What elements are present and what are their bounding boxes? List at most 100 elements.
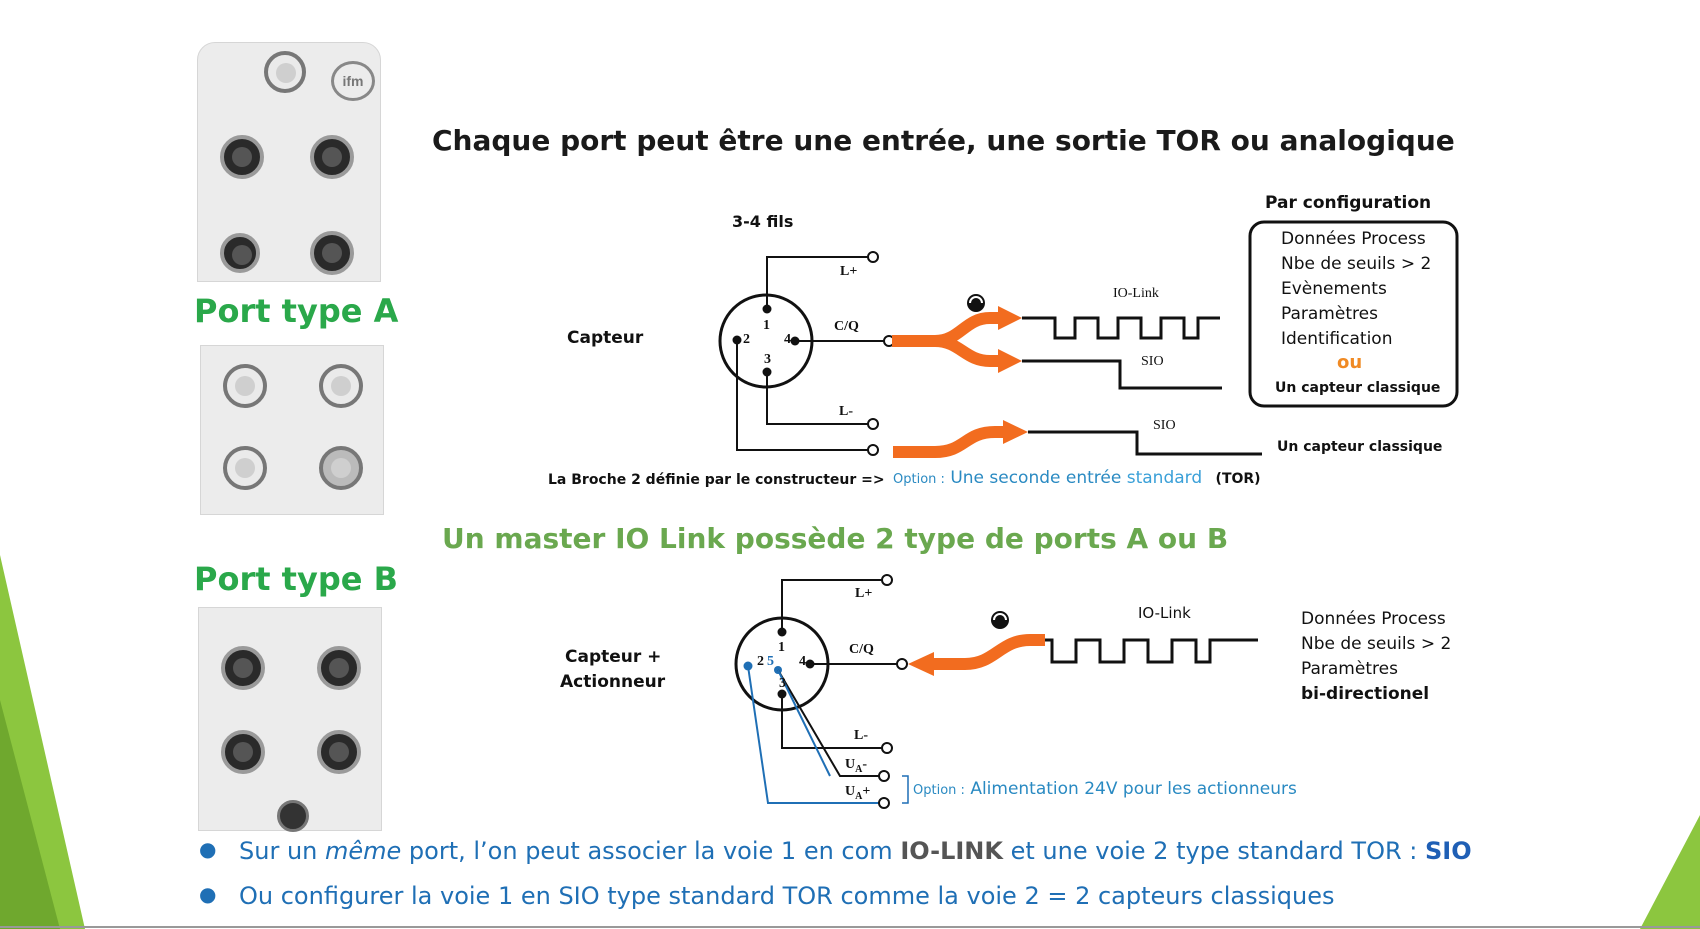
diagram-b-bidir: bi-directionel xyxy=(1301,684,1430,704)
wire-lplus xyxy=(766,256,873,309)
port-a-connector-1 xyxy=(223,364,267,408)
sio-label-a: SIO xyxy=(1141,354,1164,369)
orange-arrow-classic xyxy=(893,426,1005,458)
ifm-logo: ifm xyxy=(331,61,375,101)
pin-5-label-b: 5 xyxy=(767,654,774,669)
option-a-prefix: Option : xyxy=(893,472,945,487)
diagram-b-list: Données Process Nbe de seuils > 2 Paramè… xyxy=(1301,607,1451,707)
orange-arrow-lower xyxy=(934,335,1000,367)
option-a-standard: standard xyxy=(1126,468,1203,488)
sensor-label-b-1: Capteur + xyxy=(565,647,662,667)
connector-power-out xyxy=(310,231,354,275)
bullet-1-part1: Sur un xyxy=(239,837,325,865)
pin2-note: La Broche 2 définie par le constructeur … xyxy=(548,472,885,488)
config-item: Evènements xyxy=(1281,279,1387,299)
port-b-connector-1 xyxy=(221,646,265,690)
terminal-b-lminus xyxy=(881,742,893,754)
lminus-label-b: L- xyxy=(854,728,868,743)
orange-arrowhead-upper xyxy=(998,306,1022,330)
cq-label-b: C/Q xyxy=(849,642,874,657)
pin-2-label-b: 2 xyxy=(757,654,764,669)
cq-label-a: C/Q xyxy=(834,319,859,334)
wires-label: 3-4 fils xyxy=(732,212,794,231)
bullet-1-sio: SIO xyxy=(1424,837,1472,865)
wire-b-ua-minus-blue xyxy=(777,669,831,777)
option-a-text: Une seconde entrée xyxy=(950,468,1127,488)
port-type-b-label: Port type B xyxy=(194,560,398,598)
connector-x1 xyxy=(220,135,264,179)
config-item: Données Process xyxy=(1281,229,1426,249)
top-connector xyxy=(264,51,306,93)
orange-arrowhead-classic xyxy=(1003,420,1028,444)
option-b: Option : Alimentation 24V pour les actio… xyxy=(913,779,1297,799)
connector-x2 xyxy=(310,135,354,179)
bullet-1-em: même xyxy=(325,837,402,865)
option-b-text: Alimentation 24V pour les actionneurs xyxy=(970,779,1297,799)
option-a-tor: (TOR) xyxy=(1215,471,1261,487)
pin-1-label-a: 1 xyxy=(763,318,770,333)
ua-plus-sub: A xyxy=(855,790,863,802)
sensor-label-b-2: Actionneur xyxy=(560,672,666,692)
diagram-b-item: Données Process xyxy=(1301,609,1446,629)
port-b-connector-4 xyxy=(317,730,361,774)
wire-lminus xyxy=(766,372,873,425)
lplus-label-a: L+ xyxy=(840,264,858,279)
pin-3-label-a: 3 xyxy=(764,352,771,367)
ua-minus-sub: A xyxy=(855,763,863,775)
bullet-1-part2: port, l’on peut associer la voie 1 en co… xyxy=(401,837,901,865)
terminal-lplus xyxy=(867,251,879,263)
bullet-dot: ● xyxy=(199,837,217,861)
orange-arrow-b xyxy=(930,634,1045,670)
ua-plus-u: U xyxy=(845,784,856,799)
sio-label-classic: SIO xyxy=(1153,418,1176,433)
pin-4-label-a: 4 xyxy=(784,332,791,347)
config-item: Paramètres xyxy=(1281,304,1378,324)
orange-arrowhead-lower xyxy=(998,349,1022,373)
wire-b-lplus xyxy=(781,579,886,632)
left-green-triangle-shade xyxy=(0,700,60,929)
bullet-2-text: Ou configurer la voie 1 en SIO type stan… xyxy=(239,882,1335,910)
diagram-b-item: Paramètres xyxy=(1301,659,1398,679)
ua-minus-label: UA- xyxy=(845,757,867,775)
pin-2-label-a: 2 xyxy=(743,332,750,347)
ua-plus-sign: + xyxy=(862,784,871,799)
option-a: Option : Une seconde entrée standard (TO… xyxy=(893,468,1261,488)
port-b-connector-3 xyxy=(221,730,265,774)
port-a-connector-2 xyxy=(319,364,363,408)
io-link-master-port-a xyxy=(200,345,384,515)
option-b-prefix: Option : xyxy=(913,783,965,798)
ua-minus-u: U xyxy=(845,757,856,772)
pin-3-label-b: 3 xyxy=(779,676,786,691)
config-item: Identification xyxy=(1281,329,1393,349)
pin-1-label-b: 1 xyxy=(778,640,785,655)
terminal-pin2 xyxy=(867,444,879,456)
wire-b-ua-minus xyxy=(777,669,882,777)
port-b-connector-2 xyxy=(317,646,361,690)
terminal-b-ua-minus xyxy=(878,770,890,782)
config-item: Nbe de seuils > 2 xyxy=(1281,254,1432,274)
io-link-master-top: ifm xyxy=(197,42,381,282)
port-a-connector-3 xyxy=(223,446,267,490)
iolink-waveform-b xyxy=(1045,638,1258,664)
sio-waveform-a xyxy=(1022,359,1222,390)
option-bracket xyxy=(902,775,909,804)
config-or: ou xyxy=(1337,352,1363,373)
port-type-a-label: Port type A xyxy=(194,292,399,330)
bullet-1-iolink: IO-LINK xyxy=(900,837,1003,865)
ground-screw-icon xyxy=(277,800,309,832)
wire-pin2 xyxy=(736,340,873,451)
bullet-1: ● Sur un même port, l’on peut associer l… xyxy=(199,837,1472,865)
ua-minus-sign: - xyxy=(862,757,868,772)
classic-sensor-label: Un capteur classique xyxy=(1277,439,1443,455)
diagram-b-item: Nbe de seuils > 2 xyxy=(1301,634,1452,654)
terminal-b-cq xyxy=(896,658,908,670)
config-list: Données Process Nbe de seuils > 2 Evènem… xyxy=(1281,227,1431,352)
bullet-dot: ● xyxy=(199,882,217,906)
config-classic: Un capteur classique xyxy=(1275,380,1441,396)
terminal-b-ua-plus xyxy=(878,797,890,809)
bullet-2: ● Ou configurer la voie 1 en SIO type st… xyxy=(199,882,1335,910)
sio-waveform-classic xyxy=(1028,430,1262,456)
wire-b-lminus xyxy=(781,694,886,749)
